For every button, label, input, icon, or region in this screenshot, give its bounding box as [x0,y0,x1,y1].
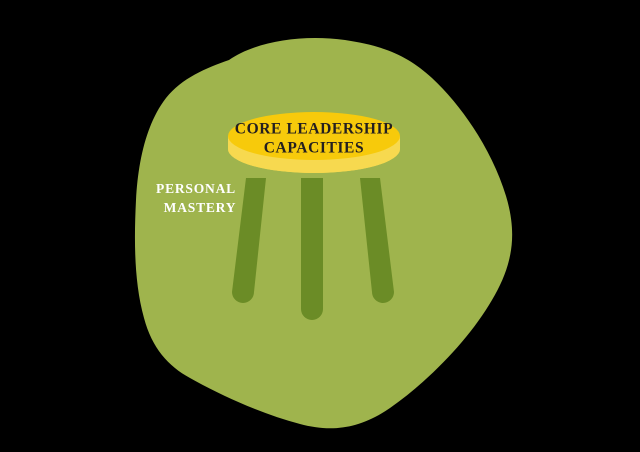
leg-left [232,178,266,303]
personal-mastery-label-line2: MASTERY [164,200,237,215]
core-capacities-title-line1: CORE LEADERSHIP [235,121,393,138]
core-capacities-title-line2: CAPACITIES [264,140,364,157]
personal-mastery-label-line1: PERSONAL [156,181,236,196]
organic-blob-shape [134,38,513,429]
leg-right [360,178,394,303]
leg-center [301,178,323,320]
stool-legs-group [232,178,394,320]
stool-seat-top [228,112,400,160]
